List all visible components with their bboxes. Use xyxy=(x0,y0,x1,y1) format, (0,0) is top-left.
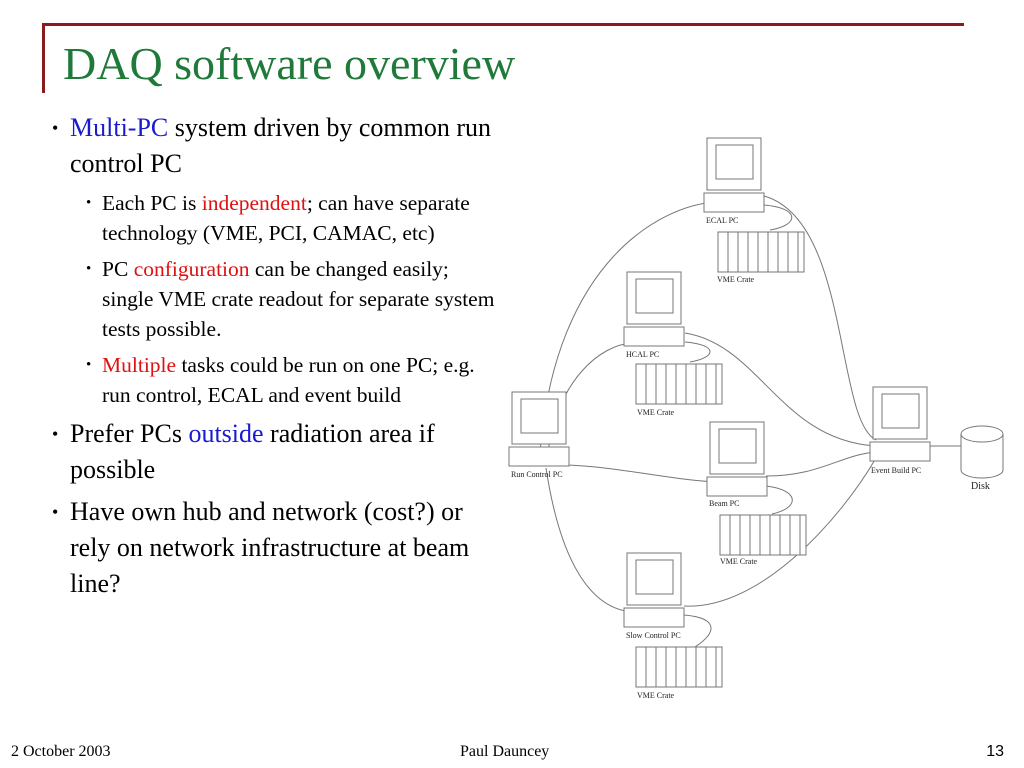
run-control-pc-base xyxy=(508,446,570,467)
footer-author: Paul Dauncey xyxy=(460,743,550,760)
hcal-crate-label: VME Crate xyxy=(637,408,675,417)
daq-network-diagram: ECAL PC VME Crate HCAL PC VME Crate Run … xyxy=(508,137,1004,700)
cable-beam-to-eventbuild xyxy=(765,451,877,477)
disk xyxy=(960,425,1004,479)
disk-label: Disk xyxy=(971,481,990,492)
bullet-list: • Multi-PC system driven by common run c… xyxy=(50,110,500,608)
slow-control-crate-slots xyxy=(645,647,717,687)
ecal-crate-label: VME Crate xyxy=(717,275,755,284)
title-frame-top-rule xyxy=(42,23,964,26)
beam-crate-body xyxy=(719,514,807,556)
sub-bullet-text: ; can have separate technology (VME, PCI… xyxy=(102,191,470,245)
hcal-crate-body xyxy=(635,363,723,405)
hcal-crate-slots xyxy=(645,364,717,404)
cable-run-to-slow xyxy=(545,467,635,613)
event-build-pc-label: Event Build PC xyxy=(871,466,921,475)
beam-pc xyxy=(706,421,768,497)
ecal-crate-slots xyxy=(727,232,799,272)
slow-control-pc xyxy=(623,552,685,628)
sub-bullet-dot: • xyxy=(86,195,92,211)
sub-bullet-text: can be changed easily; single VME crate … xyxy=(102,257,495,341)
cable-ecal-to-eventbuild xyxy=(763,195,877,441)
bullet-outside-radiation: • Prefer PCs outside radiation area if p… xyxy=(50,416,500,488)
footer-date: 2 October 2003 xyxy=(11,743,111,760)
slow-control-monitor-screen xyxy=(635,559,674,595)
bullet-multi-pc: • Multi-PC system driven by common run c… xyxy=(50,110,500,182)
bullet-text-highlight: outside xyxy=(188,419,264,448)
ecal-crate-body xyxy=(717,231,805,273)
cable-hcal-to-crate xyxy=(684,341,711,363)
cable-beam-to-crate xyxy=(765,485,793,515)
beam-monitor-screen xyxy=(718,428,757,464)
ecal-monitor-screen xyxy=(715,144,754,180)
title-frame-left-rule xyxy=(42,23,45,93)
event-build-pc-base xyxy=(869,441,931,462)
beam-crate-slots xyxy=(729,515,801,555)
beam-pc-label: Beam PC xyxy=(709,499,739,508)
sub-bullet-text-highlight: independent xyxy=(201,191,307,215)
bullet-text: Have own hub and network (cost?) or rely… xyxy=(70,497,470,598)
sub-bullet-text-highlight: Multiple xyxy=(102,353,177,377)
sub-bullet-dot: • xyxy=(86,357,92,373)
bullet-dot: • xyxy=(52,502,59,522)
cable-hcal-to-eventbuild xyxy=(684,332,877,447)
sub-bullet-text-highlight: configuration xyxy=(133,257,250,281)
ecal-pc-label: ECAL PC xyxy=(706,216,738,225)
slide-title: DAQ software overview xyxy=(63,38,516,89)
event-build-pc xyxy=(869,386,931,462)
disk-top xyxy=(960,425,1004,443)
ecal-pc xyxy=(703,137,765,213)
slow-control-crate-body xyxy=(635,646,723,688)
sub-bullet-configuration: • PC configuration can be changed easily… xyxy=(50,254,500,344)
bullet-network: • Have own hub and network (cost?) or re… xyxy=(50,494,500,602)
bullet-dot: • xyxy=(52,118,59,138)
run-control-monitor-screen xyxy=(520,398,559,434)
ecal-vme-crate xyxy=(717,231,805,273)
sub-bullet-text: tasks could be run on one PC; e.g. run c… xyxy=(102,353,475,407)
cable-run-to-ecal xyxy=(539,201,717,453)
disk-body xyxy=(960,434,1004,479)
event-build-monitor-screen xyxy=(881,393,920,429)
ecal-pc-base xyxy=(703,192,765,213)
slow-control-pc-label: Slow Control PC xyxy=(626,631,681,640)
cable-run-to-beam xyxy=(559,464,717,483)
beam-crate-label: VME Crate xyxy=(720,557,758,566)
run-control-pc-label: Run Control PC xyxy=(511,470,563,479)
sub-bullet-independent: • Each PC is independent; can have separ… xyxy=(50,188,500,248)
slow-control-pc-base xyxy=(623,607,685,628)
sub-bullet-text: PC xyxy=(102,257,134,281)
slow-control-vme-crate xyxy=(635,646,723,688)
bullet-dot: • xyxy=(52,424,59,444)
hcal-pc xyxy=(623,271,685,347)
hcal-pc-base xyxy=(623,326,685,347)
footer-page-number: 13 xyxy=(986,743,1004,760)
hcal-vme-crate xyxy=(635,363,723,405)
bullet-text: radiation area if possible xyxy=(70,419,435,484)
bullet-text-highlight: Multi-PC xyxy=(70,113,169,142)
run-control-pc xyxy=(508,391,570,467)
hcal-pc-label: HCAL PC xyxy=(626,350,659,359)
beam-vme-crate xyxy=(719,514,807,556)
hcal-monitor-screen xyxy=(635,278,674,314)
cable-slow-to-eventbuild xyxy=(683,457,877,607)
sub-bullet-text: Each PC is xyxy=(102,191,202,215)
beam-pc-base xyxy=(706,476,768,497)
bullet-text: system driven by common run control PC xyxy=(70,113,492,178)
cable-slow-to-crate xyxy=(683,614,712,651)
sub-bullet-dot: • xyxy=(86,261,92,277)
cable-ecal-to-crate xyxy=(763,204,793,231)
sub-bullet-multiple: • Multiple tasks could be run on one PC;… xyxy=(50,350,500,410)
bullet-text: Prefer PCs xyxy=(70,419,189,448)
slow-control-crate-label: VME Crate xyxy=(637,691,675,700)
